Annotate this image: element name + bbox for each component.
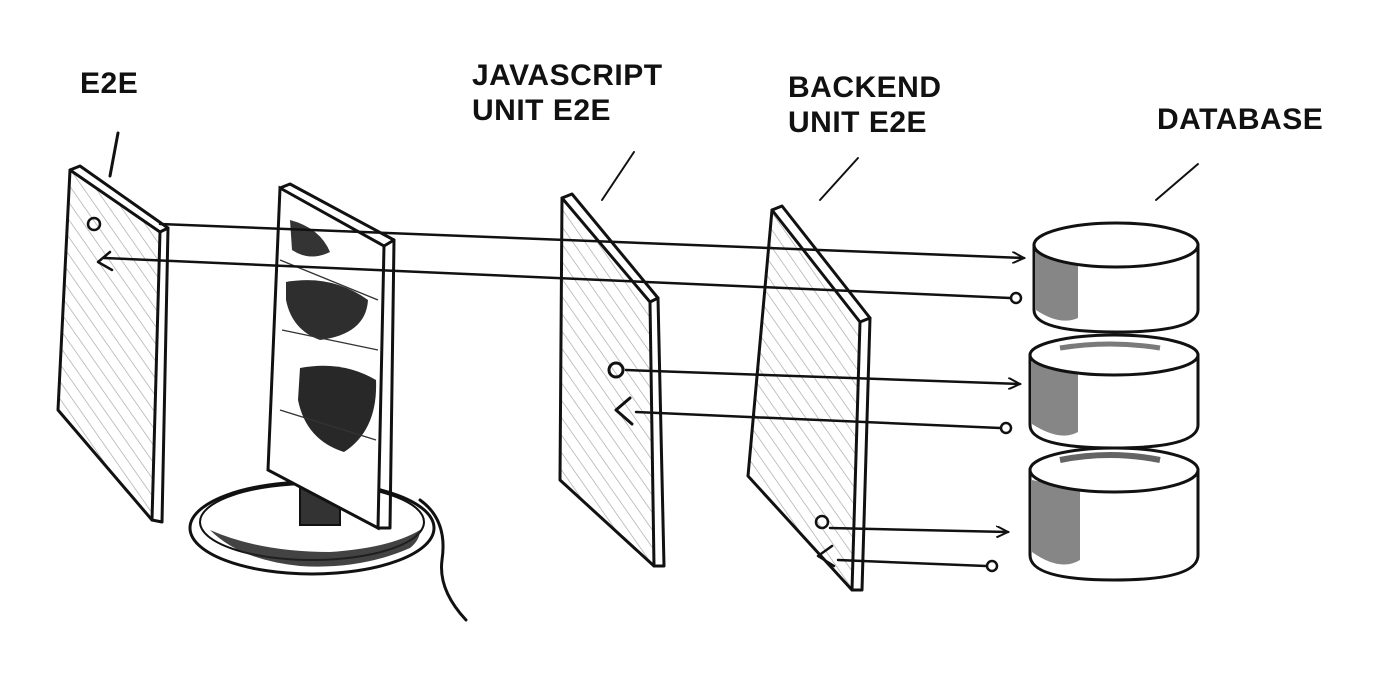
javascript-unit-panel xyxy=(558,192,666,568)
database-cylinder-top xyxy=(1032,221,1200,334)
e2e-response-arrowhead-icon xyxy=(96,250,114,272)
backend-return-dot-icon xyxy=(985,559,999,573)
javascript-unit-label: JAVASCRIPT UNIT E2E xyxy=(472,58,663,128)
e2e-leader-line xyxy=(108,131,120,178)
backend-flow-arrows xyxy=(828,528,1008,573)
browser-monitor xyxy=(188,182,468,622)
backend-unit-panel xyxy=(746,204,872,592)
javascript-label-line2: UNIT E2E xyxy=(472,94,612,127)
javascript-response-arrowhead-icon xyxy=(614,396,634,426)
javascript-leader-line xyxy=(601,151,635,201)
e2e-request-arrow xyxy=(158,222,1024,258)
database-stack xyxy=(1028,221,1200,582)
e2e-return-dot-icon xyxy=(1009,291,1023,305)
database-cylinder-bottom xyxy=(1028,446,1200,582)
e2e-flow-arrows xyxy=(102,222,1024,305)
backend-request-dot-icon xyxy=(814,514,830,530)
backend-request-arrow xyxy=(828,528,1008,532)
e2e-test-panel xyxy=(56,164,170,524)
backend-unit-label: BACKEND UNIT E2E xyxy=(788,70,942,140)
backend-label-line2: UNIT E2E xyxy=(788,106,928,139)
javascript-label-line1: JAVASCRIPT xyxy=(472,59,663,92)
e2e-request-dot-icon xyxy=(86,216,102,232)
database-label-text: DATABASE xyxy=(1157,103,1324,136)
backend-leader-line xyxy=(819,157,859,201)
javascript-request-dot-icon xyxy=(607,361,625,379)
backend-response-arrowhead-icon xyxy=(816,544,836,568)
backend-response-line xyxy=(836,558,988,568)
e2e-response-line xyxy=(102,256,1012,300)
database-cylinder-middle xyxy=(1028,333,1200,450)
javascript-response-line xyxy=(634,410,1002,430)
backend-label-line1: BACKEND xyxy=(788,71,942,104)
javascript-request-arrow xyxy=(624,368,1020,384)
e2e-label-text: E2E xyxy=(80,67,139,100)
database-leader-line xyxy=(1155,163,1199,201)
leader-lines xyxy=(108,131,1199,201)
javascript-flow-arrows xyxy=(624,368,1020,435)
database-label: DATABASE xyxy=(1157,102,1323,137)
javascript-return-dot-icon xyxy=(999,421,1013,435)
e2e-label: E2E xyxy=(80,66,138,101)
